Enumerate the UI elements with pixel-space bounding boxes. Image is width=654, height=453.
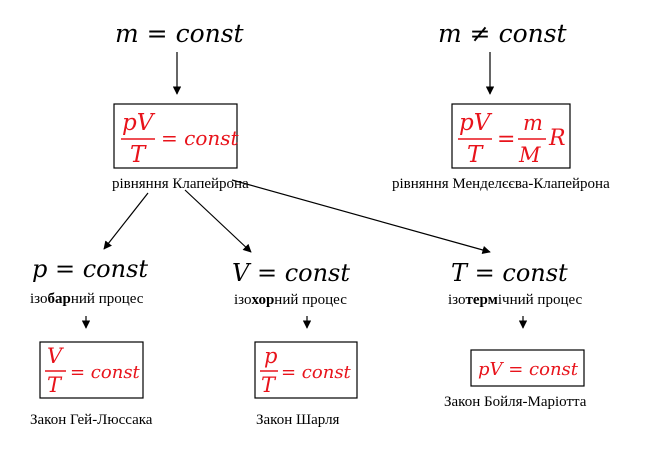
isobaric-formula-box — [39, 341, 144, 399]
isothermal-name: ізотермічний процес — [448, 292, 583, 308]
mendeleev-label: рівняння Менделєєва-Клапейрона — [392, 176, 610, 192]
isobaric-law: Закон Гей-Люссака — [30, 412, 153, 428]
isothermal-law: Закон Бойля-Маріотта — [444, 394, 587, 410]
isobaric-rhs: = const — [70, 362, 141, 383]
isochoric-law: Закон Шарля — [256, 412, 340, 428]
arrow-to-isothermal — [231, 179, 491, 255]
isochoric-name: ізохорний процес — [234, 292, 347, 308]
isothermal-formula: pV = const — [478, 359, 579, 380]
mendeleev-rhs-tail: R — [548, 126, 566, 151]
isobaric-denominator: T — [47, 373, 63, 397]
mendeleev-equals: = — [497, 127, 515, 152]
clapeyron-numerator: pV — [122, 110, 156, 136]
mendeleev-rhs-denominator: M — [518, 143, 541, 167]
mendeleev-rhs-numerator: m — [523, 111, 543, 135]
arrow-to-isochoric — [184, 189, 252, 253]
isobaric-name: ізобарний процес — [30, 291, 144, 307]
clapeyron-label: рівняння Клапейрона — [112, 176, 249, 192]
mendeleev-numerator: pV — [459, 110, 493, 136]
condition-mass-constant: m = const — [115, 19, 245, 48]
isochoric-condition: V = const — [232, 259, 350, 287]
isobaric-numerator: V — [47, 344, 64, 368]
clapeyron-formula-box — [113, 103, 238, 169]
isochoric-rhs: = const — [281, 362, 352, 383]
clapeyron-denominator: T — [130, 142, 147, 168]
mendeleev-denominator: T — [467, 142, 484, 168]
isochoric-formula-box — [254, 341, 358, 399]
mendeleev-formula-box — [451, 103, 571, 169]
arrow-to-isobaric — [103, 192, 149, 250]
clapeyron-rhs: = const — [161, 126, 240, 150]
isochoric-numerator: p — [264, 344, 277, 368]
isochoric-denominator: T — [261, 373, 277, 397]
isothermal-condition: T = const — [451, 259, 568, 287]
condition-mass-variable: m ≠ const — [438, 19, 568, 48]
isobaric-condition: p = const — [32, 255, 148, 283]
isothermal-formula-box — [470, 349, 585, 387]
